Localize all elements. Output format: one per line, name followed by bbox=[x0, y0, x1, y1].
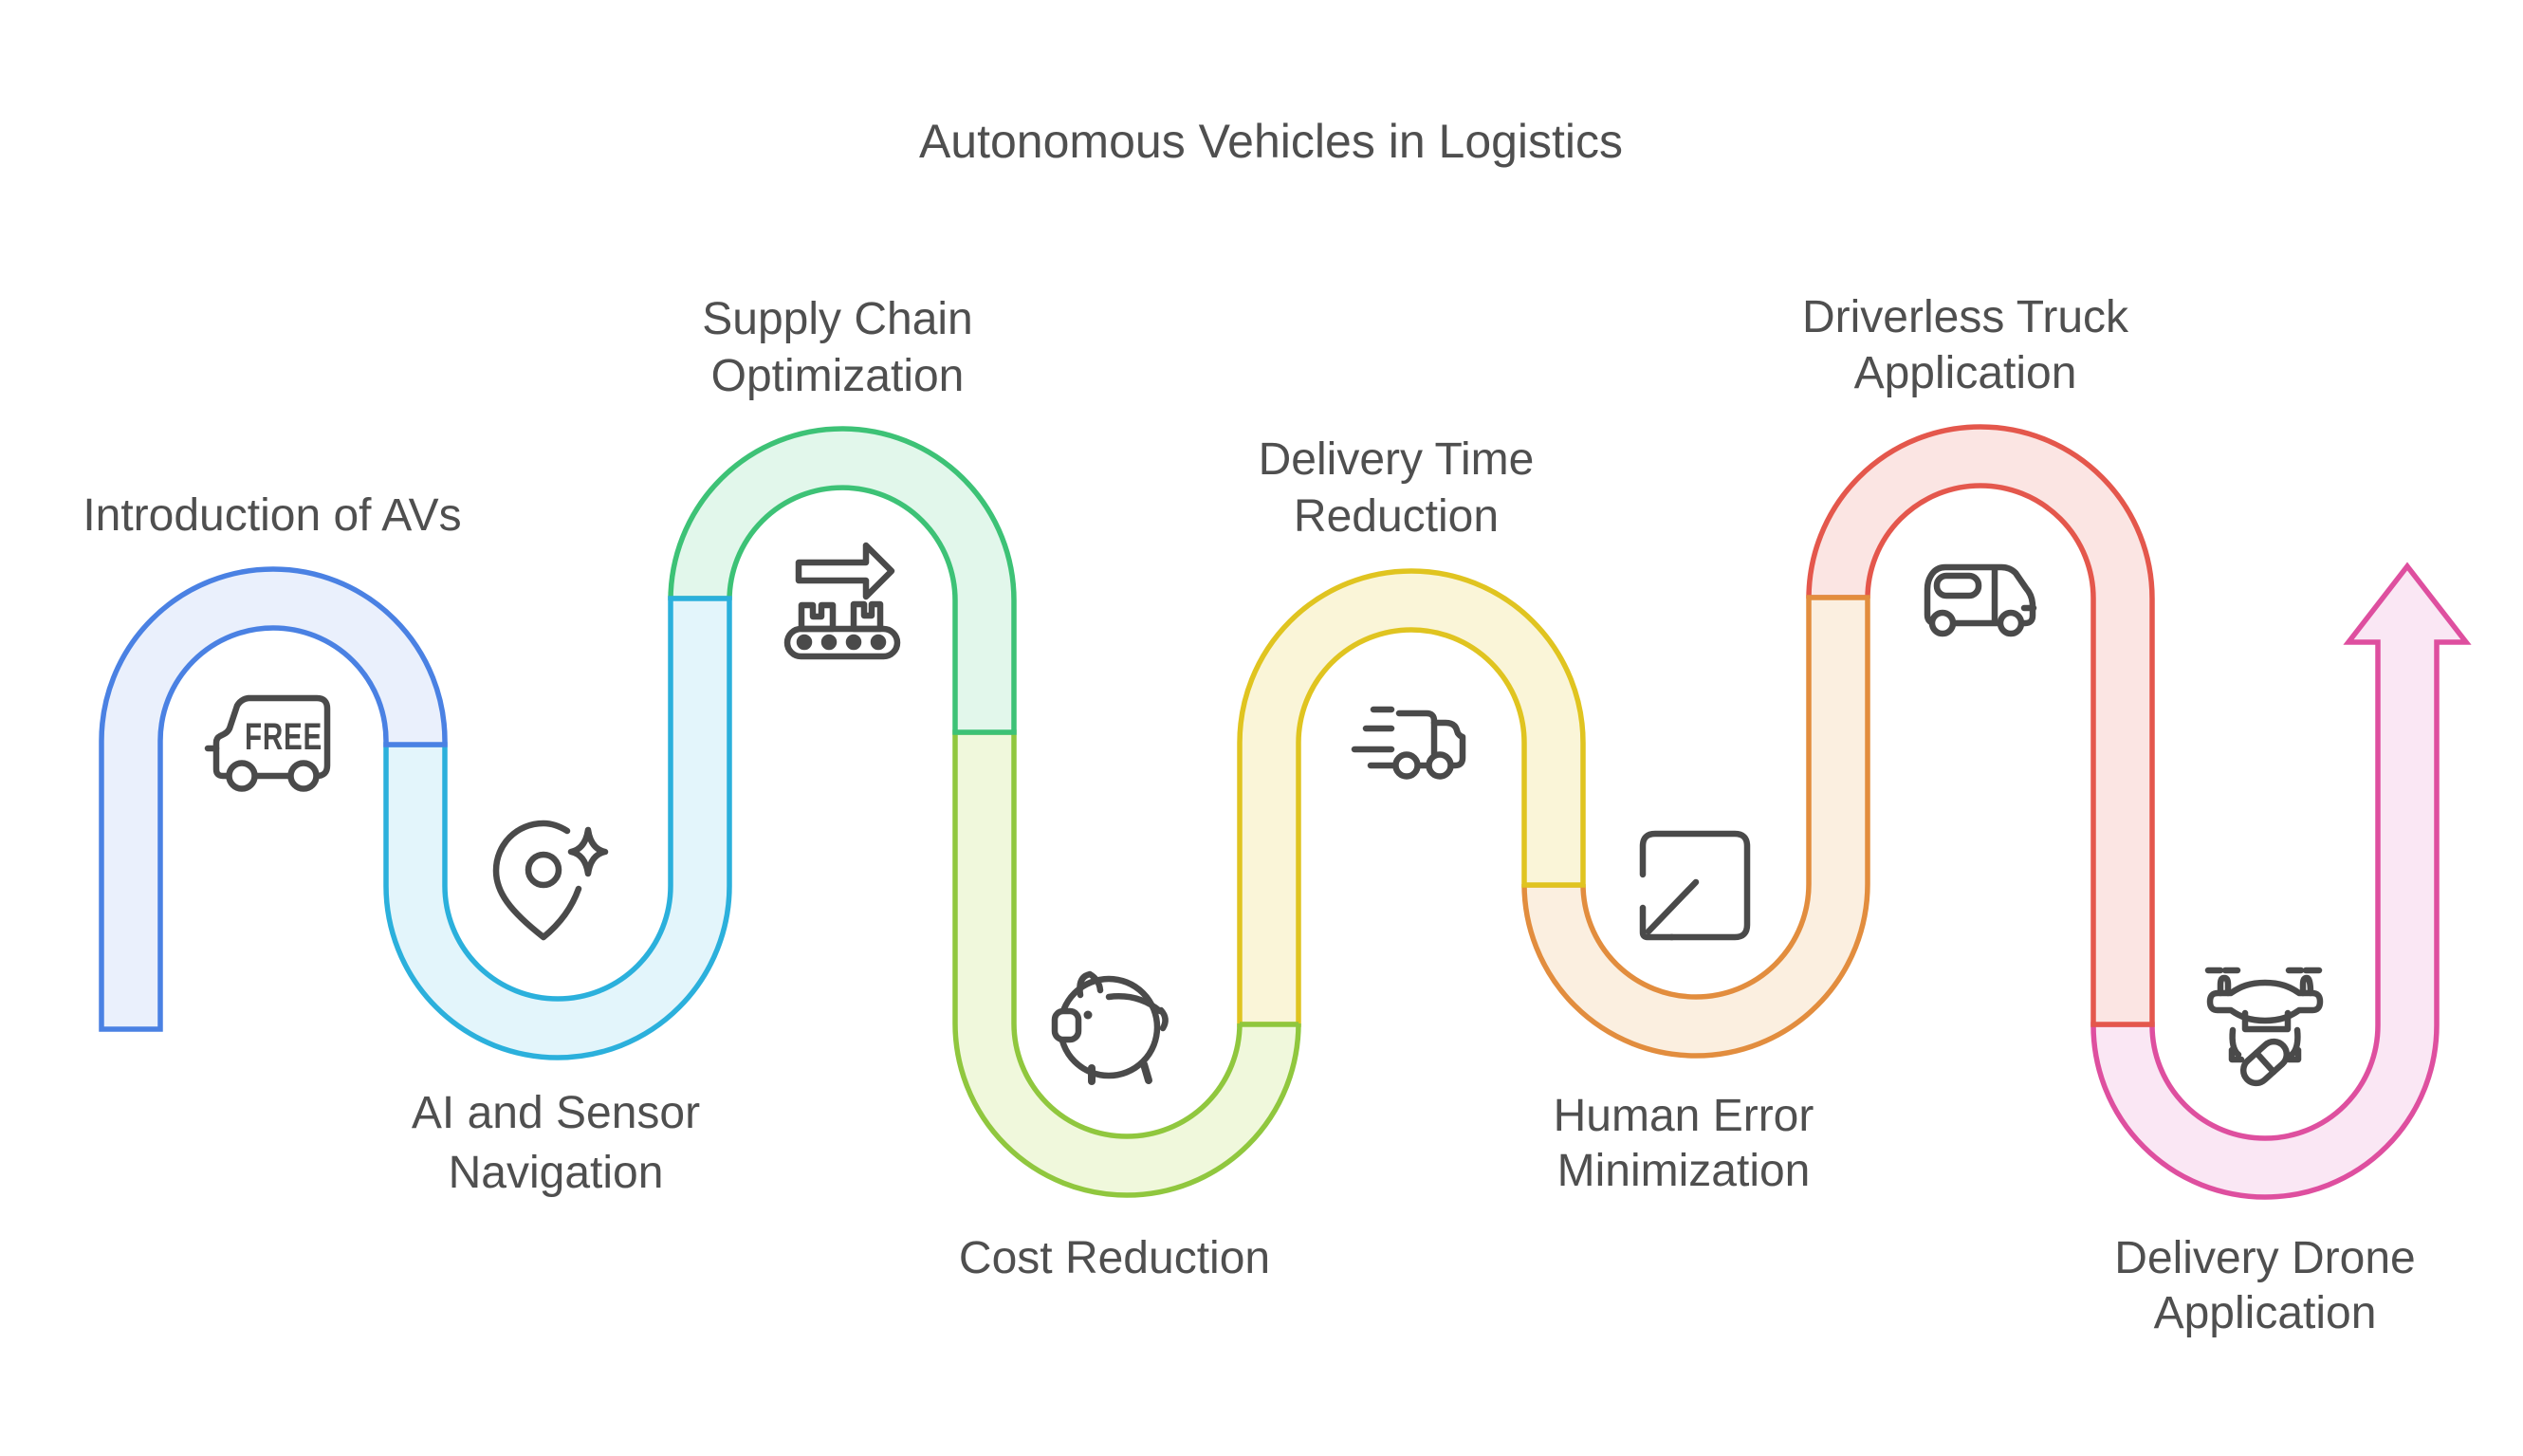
segment-cost-reduction bbox=[952, 729, 1301, 1198]
step-label-cost-reduction: Cost Reduction bbox=[959, 1233, 1270, 1283]
drone-arm bbox=[2229, 1026, 2242, 1059]
van-wheel bbox=[1997, 609, 2025, 637]
conveyor-belt-icon bbox=[783, 542, 901, 660]
segment-introduction-of-avs bbox=[99, 566, 448, 1032]
piggy-snout bbox=[1051, 1007, 1082, 1043]
segment-supply-chain-optimization bbox=[668, 426, 1017, 735]
labels-layer: Autonomous Vehicles in Logistics Introdu… bbox=[83, 115, 2415, 1338]
conveyor-roller bbox=[870, 634, 887, 651]
truck-wheel bbox=[226, 760, 258, 792]
segment-driverless-truck-application bbox=[1806, 424, 2155, 1027]
step-label-delivery-drone-application-line2: Application bbox=[2154, 1288, 2377, 1338]
piggy-tail bbox=[1157, 1006, 1169, 1032]
ribbon-path bbox=[99, 424, 2472, 1200]
sparkle bbox=[567, 826, 609, 877]
conveyor-belt bbox=[783, 625, 901, 660]
step-label-driverless-truck-application-line1: Driverless Truck bbox=[1802, 292, 2129, 342]
drone-foot bbox=[2228, 1046, 2245, 1063]
minimize-frame bbox=[1639, 830, 1751, 941]
package-divider bbox=[2253, 1049, 2277, 1076]
step-label-driverless-truck-application-line2: Application bbox=[1854, 348, 2077, 398]
van-wheel bbox=[1928, 609, 1957, 637]
piggy-slot bbox=[1105, 993, 1164, 1015]
pin-center bbox=[525, 851, 562, 889]
step-label-introduction-of-avs: Introduction of AVs bbox=[83, 490, 461, 541]
step-label-ai-and-sensor-navigation-line1: AI and Sensor bbox=[412, 1088, 700, 1138]
minimize-arrow-icon bbox=[1639, 830, 1751, 941]
minimize-arrow-shaft bbox=[1645, 878, 1700, 935]
step-label-delivery-time-reduction-line1: Delivery Time bbox=[1259, 434, 1535, 485]
step-label-supply-chain-optimization-line2: Optimization bbox=[711, 351, 965, 401]
segment-human-error-minimization bbox=[1521, 595, 1870, 1059]
segment-ai-and-sensor-navigation bbox=[383, 596, 732, 1060]
conveyor-box bbox=[798, 601, 837, 633]
piggy-leg bbox=[1140, 1060, 1152, 1084]
conveyor-arrow bbox=[795, 542, 895, 600]
free-delivery-truck-icon: FREE bbox=[204, 694, 331, 792]
drone-foot bbox=[2285, 1046, 2302, 1063]
piggy-eye bbox=[1083, 1010, 1093, 1020]
drone-body bbox=[2206, 979, 2324, 1024]
rotor-mast bbox=[2299, 974, 2314, 997]
delivery-van-icon bbox=[1924, 563, 2037, 637]
truck-wheel bbox=[287, 760, 320, 792]
truck-wheel bbox=[1392, 751, 1421, 780]
truck-free-text: FREE bbox=[245, 716, 322, 758]
drone-arm bbox=[2288, 1026, 2301, 1059]
piggy-bank-icon bbox=[1051, 970, 1169, 1085]
conveyor-roller bbox=[796, 634, 813, 651]
truck-body bbox=[212, 694, 331, 780]
piggy-ear bbox=[1077, 970, 1104, 999]
delivery-drone-icon bbox=[2204, 967, 2324, 1087]
conveyor-roller bbox=[845, 634, 862, 651]
segment-delivery-time-reduction bbox=[1237, 568, 1586, 1027]
conveyor-box bbox=[850, 600, 884, 633]
segment-delivery-drone-application bbox=[2090, 562, 2472, 1200]
step-label-delivery-drone-application-line1: Delivery Drone bbox=[2114, 1233, 2415, 1283]
van-body bbox=[1924, 563, 2036, 627]
drone-package bbox=[2239, 1038, 2291, 1087]
drone-mount bbox=[2241, 1009, 2292, 1033]
van-window bbox=[1933, 572, 1982, 599]
diagram-title: Autonomous Vehicles in Logistics bbox=[919, 115, 1623, 168]
step-label-human-error-minimization-line1: Human Error bbox=[1554, 1091, 1814, 1141]
rotor-mast bbox=[2217, 974, 2232, 997]
conveyor-roller bbox=[820, 634, 838, 651]
pin-outline bbox=[492, 820, 582, 941]
step-label-delivery-time-reduction-line2: Reduction bbox=[1294, 491, 1499, 542]
step-label-supply-chain-optimization-line1: Supply Chain bbox=[702, 294, 973, 344]
step-label-ai-and-sensor-navigation-line2: Navigation bbox=[449, 1148, 664, 1198]
truck-cab bbox=[1430, 719, 1466, 769]
truck-wheel bbox=[1426, 751, 1454, 780]
step-label-human-error-minimization-line2: Minimization bbox=[1557, 1146, 1811, 1196]
icons-layer: FREE bbox=[204, 542, 2324, 1087]
location-pin-sparkle-icon bbox=[492, 820, 609, 941]
fast-delivery-truck-icon bbox=[1351, 706, 1466, 780]
minimize-arrow-head bbox=[1639, 904, 1676, 941]
